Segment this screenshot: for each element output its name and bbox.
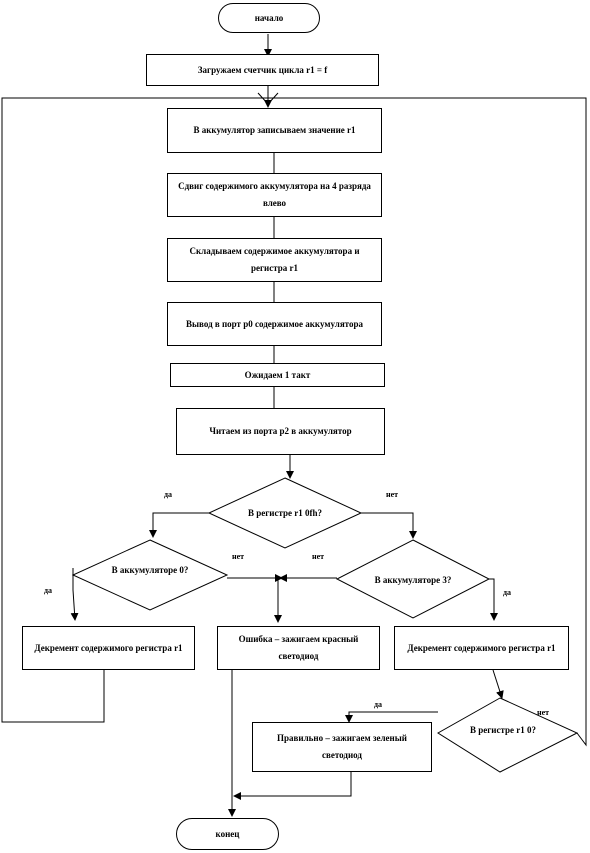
arrow-cond-r1-0-no xyxy=(268,97,587,747)
diamond-r1-0fh xyxy=(207,477,363,549)
shift-acc-box: Сдвиг содержимого аккумулятора на 4 разр… xyxy=(167,173,382,217)
error-box: Ошибка – зажигаем красный светодиод xyxy=(217,626,380,670)
write-acc-box: В аккумулятор записываем значение r1 xyxy=(167,108,382,153)
cond-r1-0fh-text: В регистре r1 0fh? xyxy=(247,507,323,518)
arrow-correct-to-end xyxy=(233,772,352,800)
label-no-acc0: нет xyxy=(232,552,245,561)
label-yes-acc0: да xyxy=(44,586,53,595)
dec-left-box: Декремент содержимого регистра r1 xyxy=(22,626,195,670)
label-yes-cond-r1-0: да xyxy=(374,700,383,709)
diamond-r1-0 xyxy=(437,697,579,773)
wait-tick-box: Ожидаем 1 такт xyxy=(170,363,385,387)
arrow-cond1-no xyxy=(361,512,417,539)
loop-merge-arrow xyxy=(257,92,279,105)
dec-right-box: Декремент содержимого регистра r1 xyxy=(394,626,569,670)
cond-acc-3-text: В аккумуляторе 3? xyxy=(374,574,452,585)
arrow-cond-r1-0-yes xyxy=(345,711,438,723)
diamond-acc-0 xyxy=(71,539,229,611)
label-no-cond1: нет xyxy=(386,490,399,499)
diamond-acc-3 xyxy=(335,539,491,619)
arrow-acc3-yes xyxy=(489,578,498,621)
load-counter-box: Загружаем счетчик цикла r1 = f xyxy=(146,54,379,86)
read-p2-box: Читаем из порта p2 в аккумулятор xyxy=(176,408,385,455)
end-terminal: конец xyxy=(176,818,279,850)
arrow-acc0-yes xyxy=(70,568,79,621)
arrow-dec-right-to-cond xyxy=(492,669,504,699)
add-acc-box: Складываем содержимое аккумулятора и рег… xyxy=(167,238,382,282)
cond-acc-0-text: В аккумуляторе 0? xyxy=(111,564,189,575)
arrow-cond1-yes xyxy=(149,512,209,538)
start-terminal: начало xyxy=(218,3,320,33)
correct-box: Правильно – зажигаем зеленый светодиод xyxy=(252,722,432,772)
label-yes-cond1: да xyxy=(164,490,173,499)
cond-r1-0-text: В регистре r1 0? xyxy=(469,724,537,735)
output-p0-box: Вывод в порт p0 содержимое аккумулятора xyxy=(167,302,382,346)
label-no-acc3: нет xyxy=(312,552,325,561)
loop-back-line xyxy=(1,97,268,723)
label-no-cond-r1-0: нет xyxy=(537,708,550,717)
label-yes-acc3: да xyxy=(503,588,512,597)
